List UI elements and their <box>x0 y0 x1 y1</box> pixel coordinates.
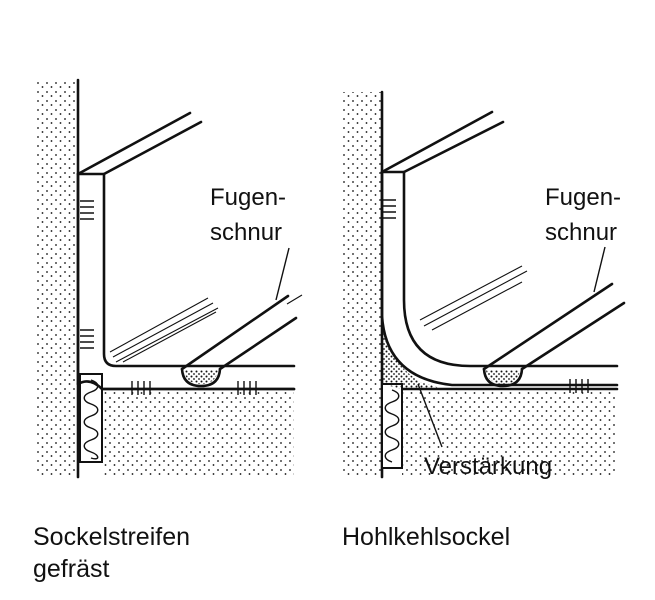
right-reinforcement <box>382 318 440 389</box>
left-label-fugenschnur-1: Fugen- <box>210 184 286 211</box>
right-wall <box>341 92 382 477</box>
left-caption-line1: Sockelstreifen <box>33 523 191 551</box>
left-label-leader <box>275 247 290 301</box>
right-floor-covering <box>380 110 619 387</box>
right-joint-cord <box>482 282 626 388</box>
left-joint-cord <box>180 294 303 388</box>
right-edge-insulation <box>381 383 403 469</box>
left-wall <box>37 80 78 477</box>
left-floor-screed <box>102 389 294 477</box>
left-floor-covering <box>76 111 296 391</box>
right-caption: Hohlkehlsockel <box>342 521 510 553</box>
right-caption-line1: Hohlkehlsockel <box>342 523 511 551</box>
right-detail: Fugen- schnur Verstärkung <box>341 90 626 480</box>
right-label-fugenschnur-1: Fugen- <box>545 184 621 211</box>
right-reinforcement-leader <box>417 383 443 448</box>
right-floor-screed <box>402 389 617 477</box>
left-surface-hatching <box>109 297 219 363</box>
right-label-fugenschnur-2: schnur <box>545 219 617 246</box>
right-surface-hatching <box>419 265 528 331</box>
left-caption-line2: gefräst <box>33 555 110 583</box>
left-caption: Sockelstreifen gefräst <box>33 521 190 585</box>
left-label-fugenschnur-2: schnur <box>210 219 282 246</box>
left-detail: Fugen- schnur <box>37 78 303 479</box>
left-edge-insulation <box>79 373 103 463</box>
left-adhesive-marks <box>80 200 257 395</box>
right-label-leader <box>593 246 606 293</box>
right-label-verstaerkung: Verstärkung <box>424 453 552 480</box>
right-adhesive-marks <box>383 199 589 393</box>
